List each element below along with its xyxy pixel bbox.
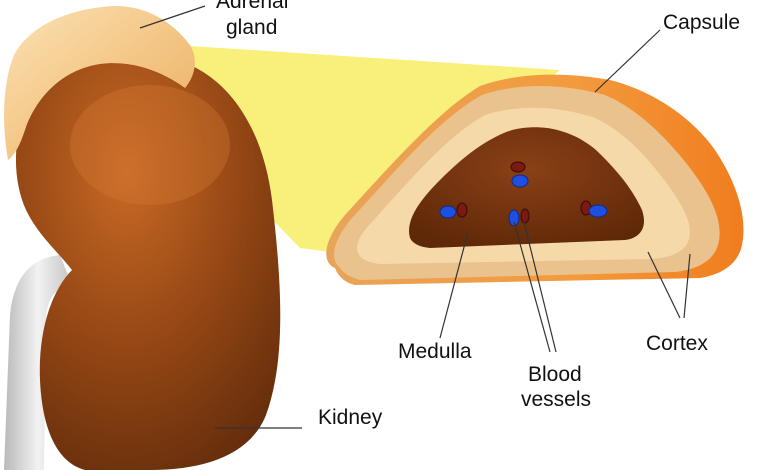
artery-2 (456, 202, 468, 218)
ureter (4, 255, 72, 470)
adrenal-label-line2: gland (226, 16, 277, 39)
blood-leader-2 (523, 221, 557, 353)
vein-4 (588, 204, 608, 218)
artery-3 (520, 208, 530, 224)
cortex-label: Cortex (646, 332, 708, 355)
vein-2 (439, 205, 457, 219)
kidney-label: Kidney (318, 406, 383, 429)
adrenal-leader (139, 5, 206, 29)
cortex-leader-1 (647, 251, 681, 319)
artery-1 (510, 161, 526, 173)
medulla-label: Medulla (398, 340, 472, 363)
cortex-leader-2 (683, 253, 691, 319)
adrenal-label-line1: Adrenal (216, 0, 288, 13)
blood-label-line2: vessels (521, 388, 591, 411)
capsule-leader (594, 29, 661, 93)
blood-label-line1: Blood (528, 363, 582, 386)
blood-vessels (439, 161, 608, 227)
blood-leader-1 (513, 221, 551, 353)
adrenal-gland (4, 6, 195, 160)
vein-1 (511, 174, 529, 188)
medulla-region (409, 127, 645, 248)
vein-3 (508, 209, 520, 227)
kidney-highlight (70, 85, 230, 205)
capsule-label: Capsule (663, 11, 740, 34)
medulla-leader (439, 231, 469, 339)
kidney (15, 54, 281, 470)
